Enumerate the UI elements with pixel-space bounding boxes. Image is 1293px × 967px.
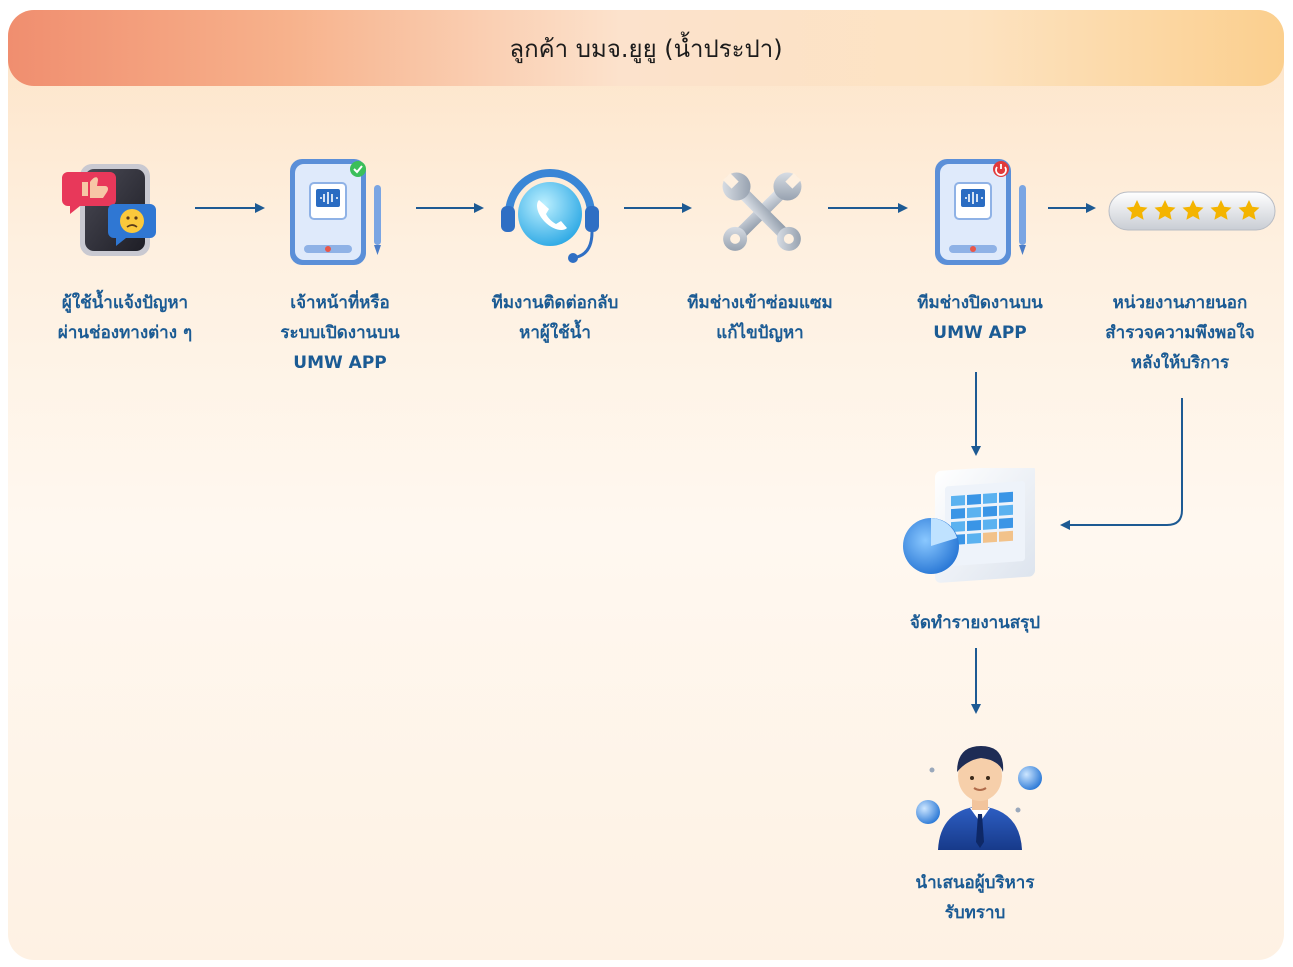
label-line: ผ่านช่องทางต่าง ๆ	[57, 323, 193, 343]
label-line: จัดทำรายงานสรุป	[909, 613, 1041, 633]
phone-complaint-icon	[62, 164, 156, 256]
header-bar: ลูกค้า บมจ.ยูยู (น้ำประปา)	[8, 10, 1284, 86]
step-label-close-ticket: ทีมช่างปิดงานบน UMW APP	[875, 288, 1085, 348]
label-line: ระบบเปิดงานบน	[280, 323, 400, 343]
tablet-app-icon	[935, 159, 1026, 265]
label-line: แก้ไขปัญหา	[716, 323, 804, 343]
label-line: ทีมช่างปิดงานบน	[917, 293, 1043, 313]
label-line: หน่วยงานภายนอก	[1112, 293, 1248, 313]
step-label-survey: หน่วยงานภายนอก สำรวจความพึงพอใจ หลังให้บ…	[1075, 288, 1285, 378]
label-line: UMW APP	[293, 353, 387, 373]
label-line: UMW APP	[933, 323, 1027, 343]
arrow-6-to-report	[1060, 398, 1183, 530]
call-headset-icon	[501, 169, 599, 263]
label-line: ผู้ใช้น้ำแจ้งปัญหา	[61, 293, 189, 313]
step-label-report: ผู้ใช้น้ำแจ้งปัญหา ผ่านช่องทางต่าง ๆ	[25, 288, 225, 348]
executive-icon	[916, 746, 1042, 850]
label-line: ทีมช่างเข้าซ่อมแซม	[687, 293, 833, 313]
label-line: หาผู้ใช้น้ำ	[519, 323, 591, 343]
step-label-summary-report: จัดทำรายงานสรุป	[870, 608, 1080, 638]
label-line: รับทราบ	[944, 903, 1006, 923]
step-label-repair: ทีมช่างเข้าซ่อมแซม แก้ไขปัญหา	[655, 288, 865, 348]
flow-panel	[8, 10, 1284, 960]
wrench-tools-icon	[722, 172, 802, 251]
tablet-app-icon	[290, 159, 381, 265]
label-line: สำรวจความพึงพอใจ	[1105, 323, 1255, 343]
label-line: หลังให้บริการ	[1130, 353, 1230, 373]
step-label-open-ticket: เจ้าหน้าที่หรือ ระบบเปิดงานบน UMW APP	[240, 288, 440, 378]
header-title: ลูกค้า บมจ.ยูยู (น้ำประปา)	[509, 34, 783, 63]
step-label-contact: ทีมงานติดต่อกลับ หาผู้ใช้น้ำ	[450, 288, 660, 348]
label-line: เจ้าหน้าที่หรือ	[290, 293, 390, 313]
report-chart-icon	[903, 468, 1035, 583]
five-star-rating-icon	[1108, 191, 1276, 231]
step-label-present: นำเสนอผู้บริหาร รับทราบ	[870, 868, 1080, 928]
label-line: ทีมงานติดต่อกลับ	[491, 293, 619, 313]
label-line: นำเสนอผู้บริหาร	[915, 873, 1035, 893]
